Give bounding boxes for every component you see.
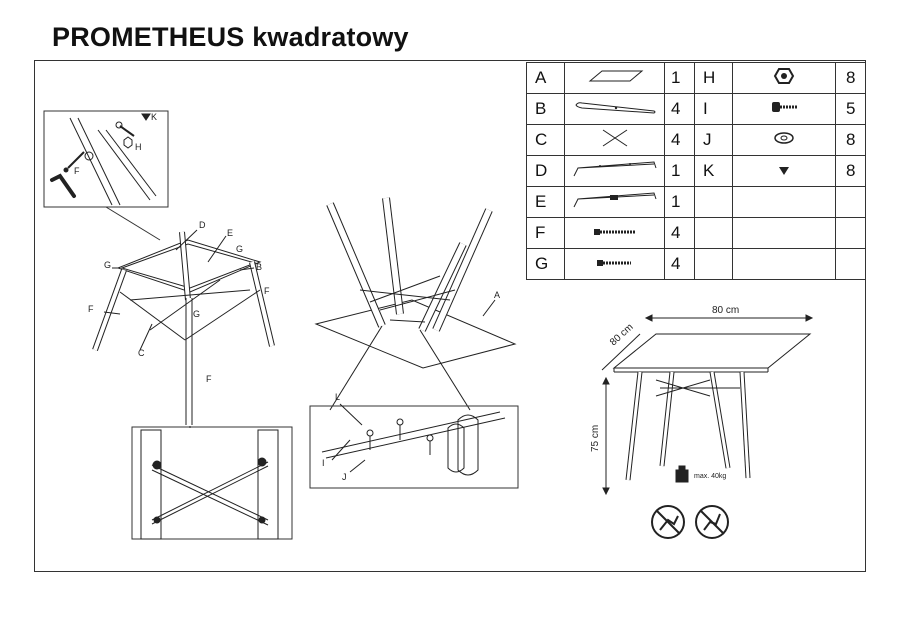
part-quantity: 1 xyxy=(664,186,695,218)
callout-g-center: G xyxy=(193,309,201,319)
part-letter xyxy=(694,248,733,280)
empty-icon-cell xyxy=(732,248,836,280)
part-quantity xyxy=(835,248,866,280)
callout-f: F xyxy=(74,166,80,176)
no-sit-on-table-icon xyxy=(695,505,729,539)
part-letter: H xyxy=(694,62,733,94)
callout-c: C xyxy=(138,348,145,358)
left-assembly xyxy=(92,229,275,428)
no-stand-on-table-icon xyxy=(651,505,685,539)
part-quantity: 4 xyxy=(664,217,695,249)
part-quantity xyxy=(835,217,866,249)
leg-icon xyxy=(564,93,665,125)
part-letter: E xyxy=(526,186,565,218)
document-title: PROMETHEUS kwadratowy xyxy=(52,22,409,52)
part-letter: C xyxy=(526,124,565,156)
frame-bracket-icon xyxy=(564,155,665,187)
part-letter: K xyxy=(694,155,733,187)
callout-j: J xyxy=(342,472,347,482)
callout-k: K xyxy=(151,112,158,122)
part-letter: I xyxy=(694,93,733,125)
cap-k-icon xyxy=(141,113,151,121)
bolt-detail xyxy=(309,403,519,489)
callout-l: L xyxy=(335,392,341,402)
callout-g-left: G xyxy=(104,260,112,270)
final-table xyxy=(601,314,814,496)
callout-e: E xyxy=(227,228,234,238)
part-quantity: 8 xyxy=(835,62,866,94)
instruction-frame xyxy=(34,60,866,572)
center-assembly xyxy=(314,197,517,411)
dimension-width: 80 cm xyxy=(712,305,740,316)
nut-h-icon xyxy=(123,136,133,149)
callout-a: A xyxy=(494,290,501,300)
dimension-height: 75 cm xyxy=(590,424,601,452)
callout-g-right: G xyxy=(236,244,244,254)
max-load-label: max. 40kg xyxy=(694,473,727,480)
allen-key-icon xyxy=(50,173,76,198)
callout-h: H xyxy=(135,142,142,152)
callout-f-left: F xyxy=(88,304,94,314)
callout-i: I xyxy=(322,458,325,468)
tabletop-icon xyxy=(564,62,665,94)
screw-f-icon xyxy=(63,151,85,173)
callout-f-right: F xyxy=(264,286,270,296)
callout-f-bottom: F xyxy=(206,374,212,384)
short-screw-icon xyxy=(564,248,665,280)
tools-detail xyxy=(43,110,169,241)
wrench-icon xyxy=(115,121,135,137)
washer-icon xyxy=(732,124,836,156)
nut-icon xyxy=(732,62,836,94)
weight-icon xyxy=(675,465,689,483)
part-letter xyxy=(694,186,733,218)
empty-icon-cell xyxy=(732,186,836,218)
part-quantity: 8 xyxy=(835,124,866,156)
part-letter: D xyxy=(526,155,565,187)
part-quantity: 4 xyxy=(664,248,695,280)
brace-detail xyxy=(131,426,293,540)
callout-d: D xyxy=(199,220,206,230)
callout-b: B xyxy=(256,262,263,272)
